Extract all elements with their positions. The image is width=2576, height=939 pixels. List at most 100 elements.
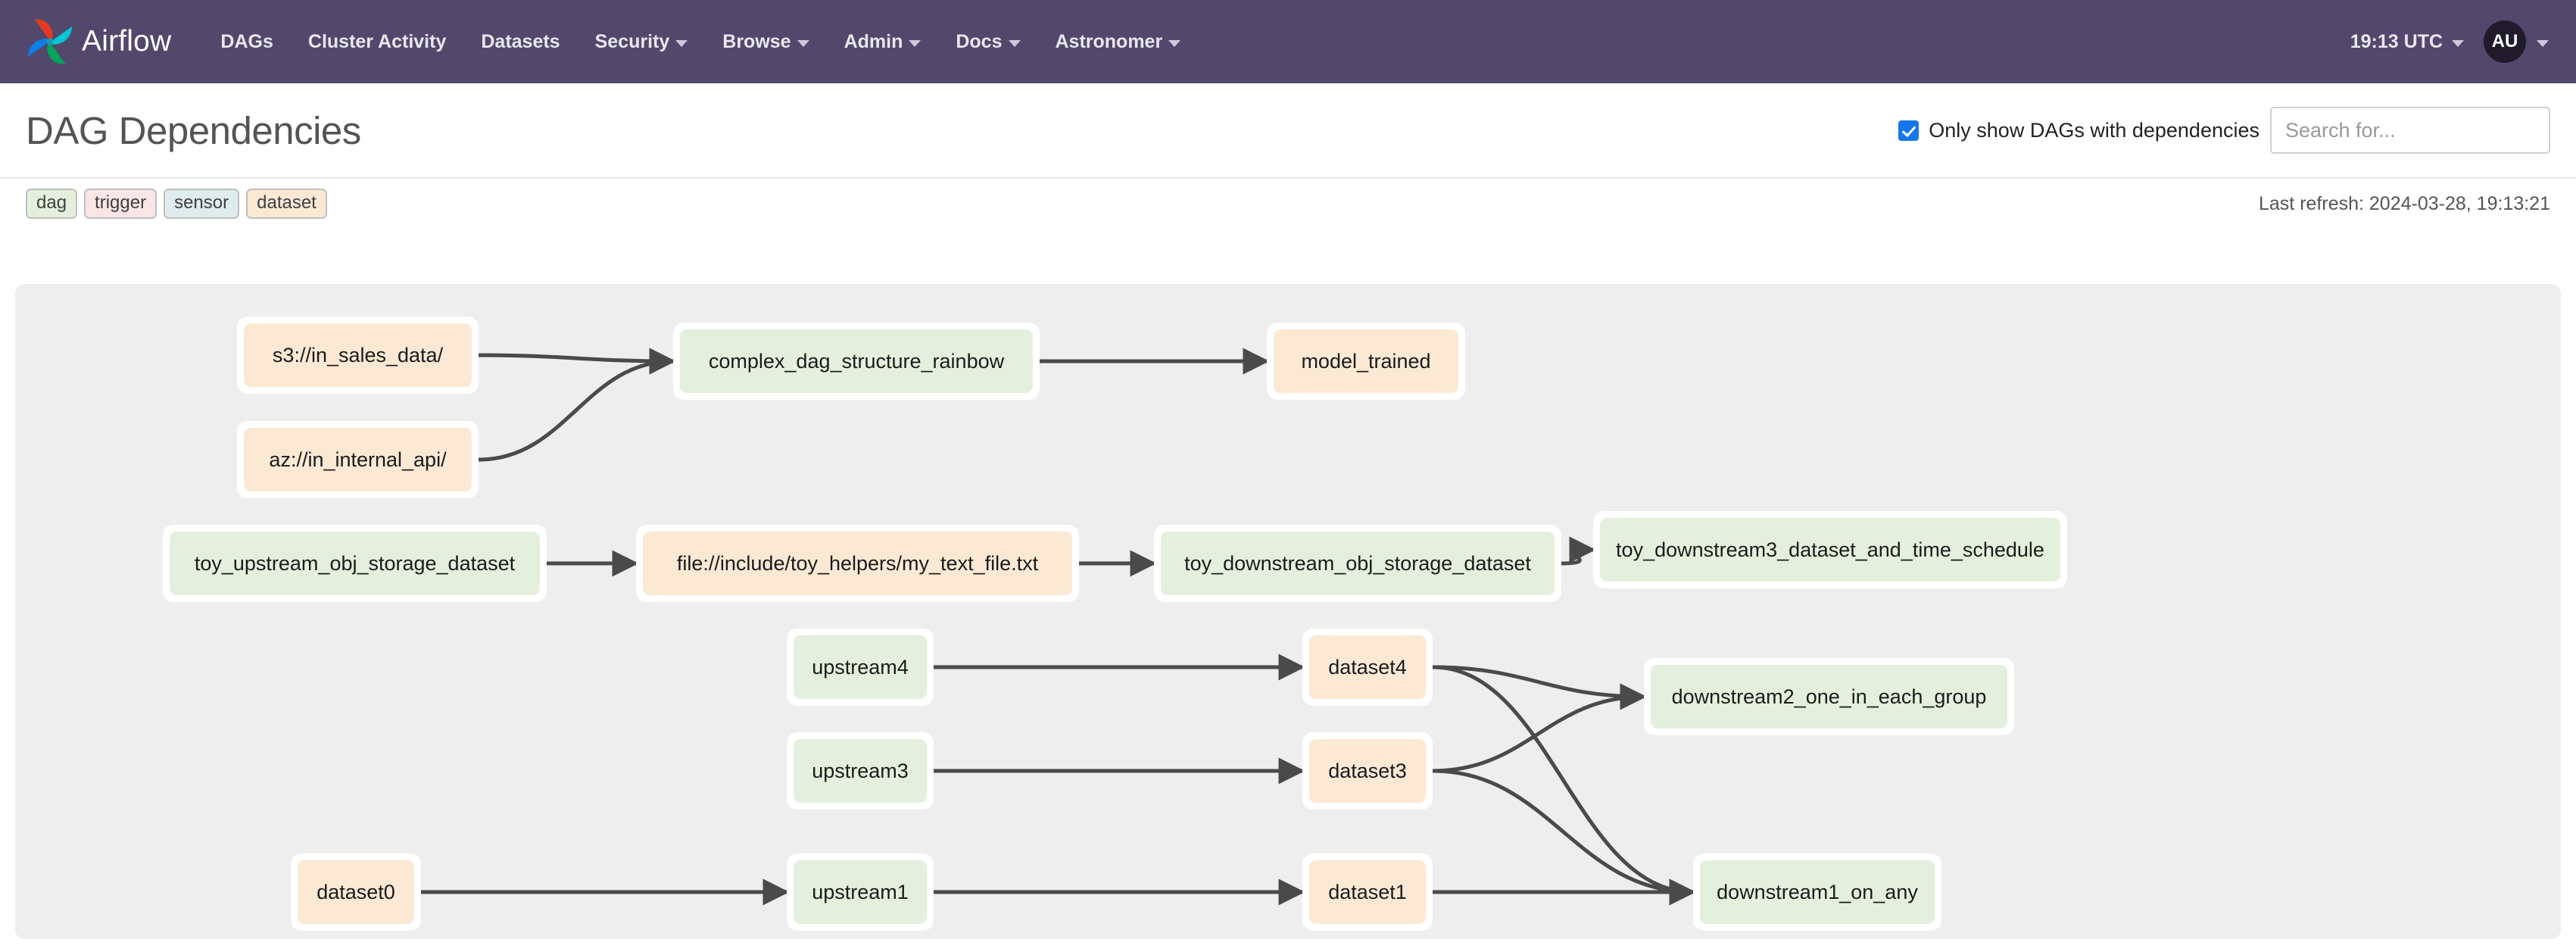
chevron-down-icon	[675, 39, 688, 47]
nav-item-label: Cluster Activity	[307, 30, 447, 52]
nav-item-label: DAGs	[220, 30, 273, 52]
legend-badge-dag: dag	[26, 188, 78, 220]
last-refresh-timestamp: Last refresh: 2024-03-28, 19:13:21	[2259, 192, 2550, 214]
dag-dependencies-graph[interactable]: s3://in_sales_data/az://in_internal_api/…	[15, 284, 2561, 939]
graph-node-label: toy_downstream3_dataset_and_time_schedul…	[1616, 538, 2044, 561]
graph-node-body: file://include/toy_helpers/my_text_file.…	[643, 532, 1072, 595]
nav-item-dags[interactable]: DAGs	[203, 22, 290, 62]
graph-node-body: az://in_internal_api/	[244, 428, 472, 491]
search-input[interactable]	[2270, 107, 2550, 154]
nav-item-label: Browse	[722, 30, 791, 52]
airflow-pinwheel-logo	[27, 19, 73, 64]
graph-node-label: dataset0	[317, 880, 395, 903]
graph-node-body: dataset4	[1309, 635, 1426, 699]
graph-edge	[478, 348, 676, 375]
graph-edge	[1432, 683, 1647, 773]
graph-node-label: upstream4	[812, 655, 909, 679]
graph-node-label: s3://in_sales_data/	[272, 343, 444, 367]
page-title: DAG Dependencies	[26, 108, 361, 152]
graph-node-label: dataset4	[1328, 655, 1407, 679]
only-show-dags-with-dependencies-checkbox[interactable]	[1898, 120, 1920, 141]
graph-node-label: downstream2_one_in_each_group	[1671, 685, 1987, 708]
graph-node-body: s3://in_sales_data/	[244, 323, 472, 387]
graph-node-body: dataset1	[1309, 860, 1426, 924]
nav-item-label: Docs	[956, 30, 1003, 52]
graph-edge	[478, 348, 676, 462]
graph-edge	[1561, 536, 1596, 566]
nav-item-security[interactable]: Security	[578, 22, 706, 62]
graph-node-toy_upstream_obj_storage_dataset[interactable]: toy_upstream_obj_storage_dataset	[163, 525, 547, 602]
graph-node-label: model_trained	[1301, 349, 1431, 373]
graph-node-upstream3[interactable]: upstream3	[787, 732, 934, 810]
graph-node-az_in_internal_api[interactable]: az://in_internal_api/	[237, 421, 479, 498]
nav-item-label: Security	[594, 30, 670, 52]
nav-item-cluster-activity[interactable]: Cluster Activity	[291, 22, 463, 62]
graph-node-upstream4[interactable]: upstream4	[787, 629, 934, 706]
graph-node-dataset0[interactable]: dataset0	[291, 853, 421, 931]
brand-name: Airflow	[82, 25, 172, 58]
nav-links: DAGs Cluster Activity Datasets Security …	[203, 22, 1198, 62]
dependencies-filter[interactable]: Only show DAGs with dependencies	[1898, 119, 2259, 142]
graph-node-model_trained[interactable]: model_trained	[1267, 323, 1465, 400]
top-navbar: Airflow DAGs Cluster Activity Datasets S…	[0, 0, 2576, 83]
graph-node-body: model_trained	[1274, 329, 1458, 393]
nav-item-label: Astronomer	[1055, 30, 1163, 52]
legend-items: dag trigger sensor dataset	[26, 188, 327, 220]
nav-item-astronomer[interactable]: Astronomer	[1038, 22, 1199, 62]
nav-item-label: Admin	[844, 30, 903, 52]
chevron-down-icon	[2537, 39, 2549, 47]
graph-node-complex_dag_structure_rainbow[interactable]: complex_dag_structure_rainbow	[673, 323, 1040, 400]
graph-node-body: downstream1_on_any	[1700, 860, 1935, 924]
brand-home-link[interactable]: Airflow	[26, 17, 171, 66]
graph-node-label: upstream1	[812, 880, 909, 903]
chevron-down-icon	[2452, 39, 2464, 47]
graph-node-body: dataset0	[298, 860, 414, 924]
graph-edge	[1432, 665, 1647, 710]
graph-edge	[1432, 665, 1696, 906]
graph-node-upstream1[interactable]: upstream1	[787, 853, 934, 931]
legend-badge-sensor: sensor	[164, 188, 240, 220]
graph-node-body: complex_dag_structure_rainbow	[680, 329, 1033, 393]
legend-bar: dag trigger sensor dataset Last refresh:…	[0, 179, 2576, 229]
graph-node-toy_downstream_obj_storage_dataset[interactable]: toy_downstream_obj_storage_dataset	[1154, 525, 1561, 602]
utc-clock-label: 19:13 UTC	[2350, 30, 2443, 52]
chevron-down-icon	[797, 39, 809, 47]
graph-node-label: file://include/toy_helpers/my_text_file.…	[676, 551, 1039, 575]
graph-edge	[1432, 769, 1696, 906]
nav-item-browse[interactable]: Browse	[705, 22, 826, 62]
avatar: AU	[2484, 20, 2526, 63]
user-menu[interactable]: AU	[2484, 20, 2549, 63]
graph-node-dataset1[interactable]: dataset1	[1302, 853, 1433, 931]
graph-node-body: upstream3	[794, 739, 927, 803]
graph-node-body: dataset3	[1309, 739, 1426, 803]
graph-node-dataset4[interactable]: dataset4	[1302, 629, 1433, 706]
graph-node-label: az://in_internal_api/	[269, 448, 447, 471]
graph-node-body: upstream4	[794, 635, 927, 699]
graph-node-dataset3[interactable]: dataset3	[1302, 732, 1433, 810]
header-controls: Only show DAGs with dependencies	[1898, 107, 2550, 154]
graph-node-label: upstream3	[812, 759, 909, 782]
graph-node-downstream1_on_any[interactable]: downstream1_on_any	[1693, 853, 1941, 931]
chevron-down-icon	[1168, 39, 1181, 47]
graph-node-body: toy_downstream3_dataset_and_time_schedul…	[1600, 518, 2060, 582]
graph-node-s3_in_sales_data[interactable]: s3://in_sales_data/	[237, 317, 479, 394]
graph-node-label: dataset3	[1328, 759, 1407, 782]
graph-node-label: downstream1_on_any	[1717, 880, 1918, 903]
utc-clock-selector[interactable]: 19:13 UTC	[2350, 31, 2464, 53]
graph-node-body: toy_upstream_obj_storage_dataset	[170, 532, 540, 595]
graph-node-toy_downstream3_dataset_and_time_schedule[interactable]: toy_downstream3_dataset_and_time_schedul…	[1593, 511, 2067, 588]
chevron-down-icon	[1008, 39, 1021, 47]
nav-item-datasets[interactable]: Datasets	[463, 22, 577, 62]
graph-node-label: complex_dag_structure_rainbow	[708, 349, 1005, 373]
only-show-dags-with-dependencies-label: Only show DAGs with dependencies	[1929, 118, 2259, 142]
graph-node-label: toy_downstream_obj_storage_dataset	[1184, 551, 1531, 575]
graph-node-body: toy_downstream_obj_storage_dataset	[1161, 532, 1555, 595]
graph-node-file_include_toy_helpers_my_text_file_txt[interactable]: file://include/toy_helpers/my_text_file.…	[636, 525, 1079, 602]
navbar-right-group: 19:13 UTC AU	[2350, 20, 2549, 63]
legend-badge-dataset: dataset	[246, 188, 327, 220]
nav-item-admin[interactable]: Admin	[827, 22, 939, 62]
nav-item-docs[interactable]: Docs	[938, 22, 1037, 62]
graph-node-downstream2_one_in_each_group[interactable]: downstream2_one_in_each_group	[1644, 658, 2014, 735]
legend-badge-trigger: trigger	[84, 188, 157, 220]
graph-node-label: dataset1	[1328, 880, 1407, 903]
